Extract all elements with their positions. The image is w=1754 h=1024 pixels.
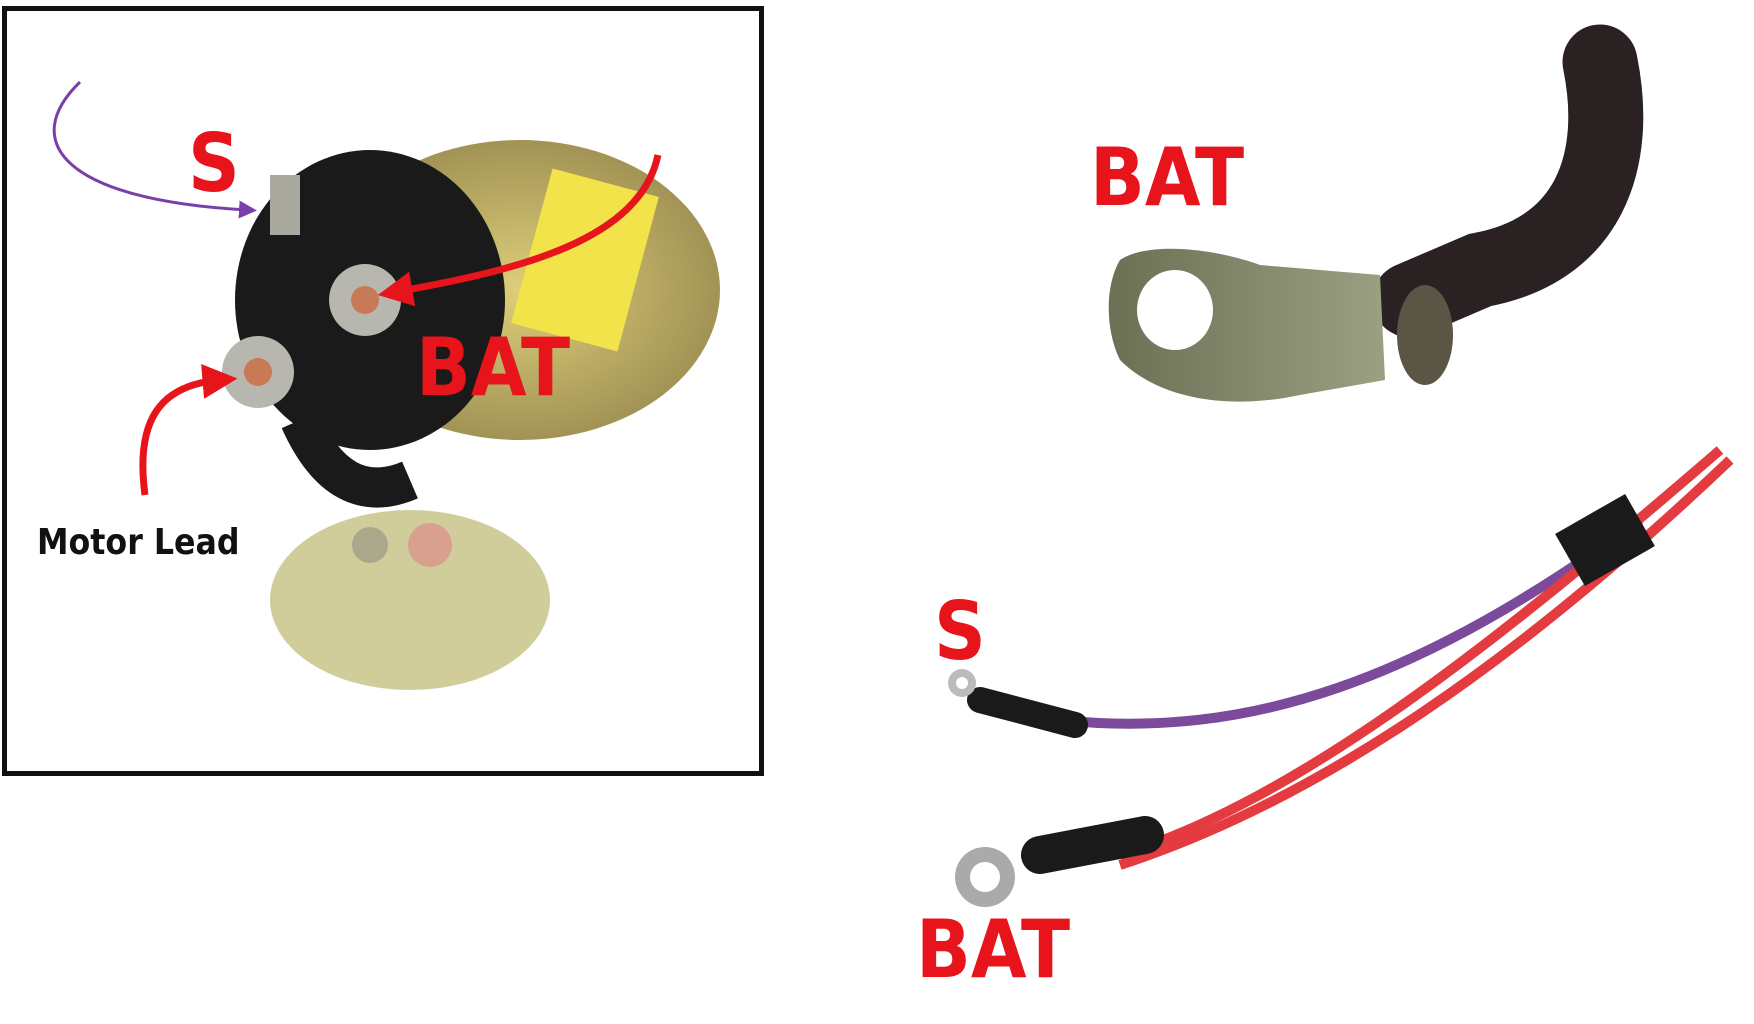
s-arrow-icon — [52, 80, 257, 219]
battery-cable-photo — [1108, 24, 1644, 402]
starter-solenoid-photo — [222, 140, 720, 690]
battery-cable-bat-label: BAT — [1090, 131, 1245, 224]
bat-terminal-label: BAT — [416, 321, 571, 414]
harness-bat-label: BAT — [916, 903, 1071, 996]
harness-s-label: S — [934, 585, 986, 678]
s-terminal-label: S — [188, 117, 240, 210]
wire-harness-photo — [948, 446, 1734, 907]
motor-lead-arrow-icon — [139, 364, 238, 496]
motor-lead-label: Motor Lead — [37, 522, 240, 563]
bat-arrow-icon — [377, 154, 662, 307]
